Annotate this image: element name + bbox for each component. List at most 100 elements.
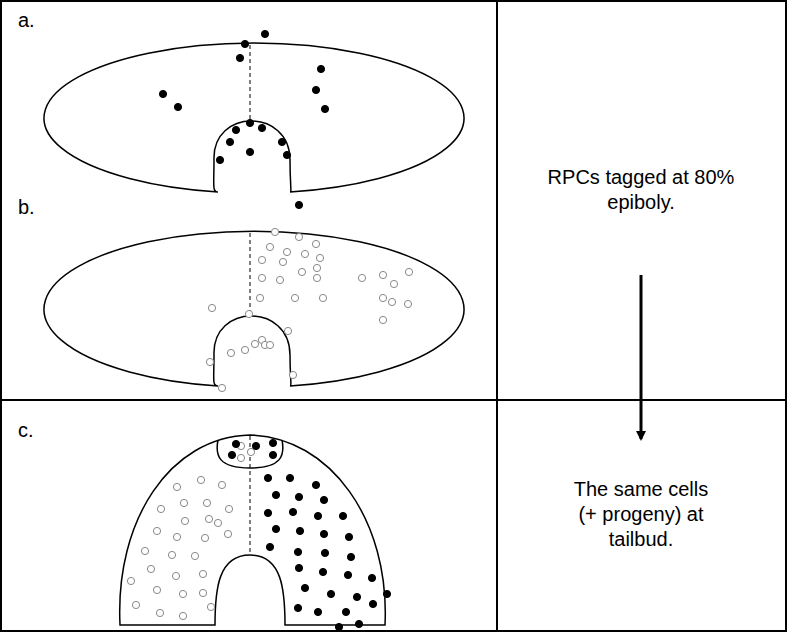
- tailbud-outline: [120, 435, 386, 625]
- untagged-cell: [147, 565, 154, 572]
- tagged-cell: [246, 148, 253, 155]
- untagged-cell: [358, 274, 365, 281]
- untagged-cell: [279, 258, 286, 265]
- tagged-cell: [283, 151, 290, 158]
- untagged-cell: [153, 586, 160, 593]
- untagged-cell: [180, 499, 187, 506]
- untagged-cell: [405, 268, 412, 275]
- untagged-cell: [132, 601, 139, 608]
- untagged-cell: [214, 519, 221, 526]
- tagged-cell: [258, 124, 265, 131]
- untagged-cell: [173, 483, 180, 490]
- untagged-cell: [379, 294, 386, 301]
- embryo-outline: [44, 231, 464, 386]
- untagged-cell: [153, 527, 160, 534]
- untagged-cell: [224, 530, 231, 537]
- untagged-cell: [168, 551, 175, 558]
- tagged-cell: [228, 451, 235, 458]
- panel-letter: a.: [18, 8, 35, 32]
- tagged-cell: [295, 493, 302, 500]
- tagged-cell: [321, 549, 328, 556]
- untagged-cell: [291, 294, 298, 301]
- tagged-cell: [347, 553, 354, 560]
- untagged-cell: [247, 448, 254, 455]
- divider-line: [1, 399, 786, 401]
- untagged-cell: [295, 233, 302, 240]
- tagged-cell: [355, 620, 362, 627]
- tagged-cell: [383, 590, 390, 597]
- caption-text-box: The same cells (+ progeny) at tailbud.: [566, 477, 716, 552]
- tagged-cell: [159, 90, 166, 97]
- untagged-cell: [179, 590, 186, 597]
- untagged-cell: [141, 547, 148, 554]
- tagged-cell: [320, 496, 327, 503]
- untagged-cell: [218, 481, 225, 488]
- tagged-cell: [226, 138, 233, 145]
- untagged-cell: [201, 534, 208, 541]
- tagged-cell: [369, 600, 376, 607]
- panel-letter: c.: [18, 418, 34, 442]
- caption-text: RPCs tagged at 80% epiboly.: [531, 165, 751, 215]
- tagged-cell: [335, 623, 342, 630]
- tagged-cell: [241, 40, 248, 47]
- untagged-cell: [156, 609, 163, 616]
- untagged-cell: [245, 310, 252, 317]
- tagged-cell: [353, 593, 360, 600]
- tagged-cell: [344, 571, 351, 578]
- tagged-cell: [312, 86, 319, 93]
- embryo-outline: [44, 43, 464, 192]
- untagged-cell: [225, 505, 232, 512]
- untagged-cell: [390, 280, 397, 287]
- tagged-cell: [266, 543, 273, 550]
- tagged-cell: [232, 126, 239, 133]
- midline: [250, 45, 251, 120]
- untagged-cell: [258, 274, 265, 281]
- untagged-cell: [173, 533, 180, 540]
- tagged-cell: [321, 105, 328, 112]
- midline: [250, 233, 251, 314]
- tagged-cell: [269, 439, 276, 446]
- untagged-cell: [319, 294, 326, 301]
- untagged-cell: [271, 228, 278, 235]
- untagged-cell: [388, 298, 395, 305]
- untagged-cell: [379, 271, 386, 278]
- untagged-cell: [181, 517, 188, 524]
- tagged-cell: [345, 533, 352, 540]
- tagged-cell: [296, 527, 303, 534]
- tagged-cell: [317, 65, 324, 72]
- untagged-cell: [157, 505, 164, 512]
- tagged-cell: [261, 30, 268, 37]
- tagged-cell: [272, 525, 279, 532]
- tagged-cell: [264, 474, 271, 481]
- tagged-cell: [314, 608, 321, 615]
- untagged-cell: [237, 454, 244, 461]
- untagged-cell: [197, 476, 204, 483]
- tagged-cell: [174, 103, 181, 110]
- untagged-cell: [179, 612, 186, 619]
- caption-text-box: RPCs tagged at 80% epiboly.: [531, 165, 751, 215]
- untagged-cell: [172, 572, 179, 579]
- untagged-cell: [289, 371, 296, 378]
- tagged-cell: [286, 474, 293, 481]
- untagged-cell: [227, 349, 234, 356]
- time-arrow: [640, 275, 643, 439]
- tagged-cell: [301, 584, 308, 591]
- tagged-cell: [294, 604, 301, 611]
- untagged-cell: [313, 274, 320, 281]
- tagged-cell: [339, 512, 346, 519]
- untagged-cell: [208, 304, 215, 311]
- untagged-cell: [379, 316, 386, 323]
- tagged-cell: [294, 548, 301, 555]
- untagged-cell: [199, 589, 206, 596]
- untagged-cell: [241, 346, 248, 353]
- panel-letter: b.: [18, 195, 35, 219]
- tagged-cell: [264, 509, 271, 516]
- tagged-cell: [312, 481, 319, 488]
- untagged-cell: [205, 515, 212, 522]
- tagged-cell: [232, 440, 239, 447]
- untagged-cell: [206, 358, 213, 365]
- untagged-cell: [256, 294, 263, 301]
- untagged-cell: [404, 300, 411, 307]
- untagged-cell: [312, 240, 319, 247]
